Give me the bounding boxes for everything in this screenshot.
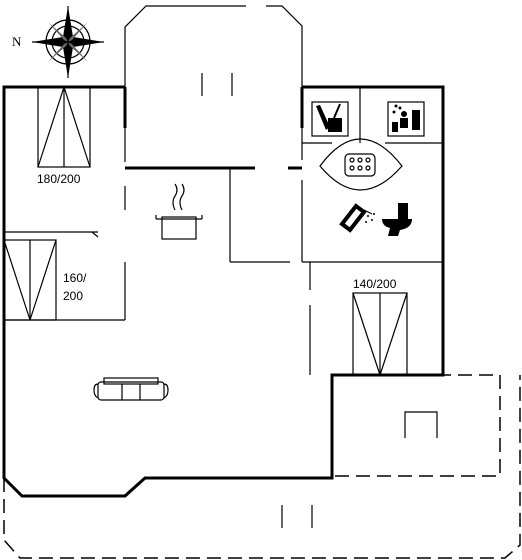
washing-machine-icon xyxy=(311,101,349,137)
bed-label-140: 140/200 xyxy=(353,277,397,291)
north-label: N xyxy=(12,34,22,49)
bed-180 xyxy=(37,86,91,168)
shower-icon xyxy=(339,203,375,233)
whirlpool-icon xyxy=(319,138,403,191)
bed-label-160-line2: 200 xyxy=(63,289,83,303)
bed-140 xyxy=(352,292,408,376)
sofa-icon xyxy=(93,377,169,401)
exterior-walls xyxy=(2,85,445,498)
bed-label-160-line1: 160/ xyxy=(63,271,87,285)
bed-label-180: 180/200 xyxy=(37,172,81,186)
sauna-icon xyxy=(387,101,425,137)
interior-walls xyxy=(4,87,443,375)
bed-160 xyxy=(3,239,57,321)
terrace-table xyxy=(281,411,438,528)
toilet-icon xyxy=(382,203,412,236)
terrace-outline xyxy=(3,374,521,559)
compass-rose-icon xyxy=(32,6,104,78)
cooking-pot-icon xyxy=(155,183,203,240)
upper-bay xyxy=(124,5,246,87)
